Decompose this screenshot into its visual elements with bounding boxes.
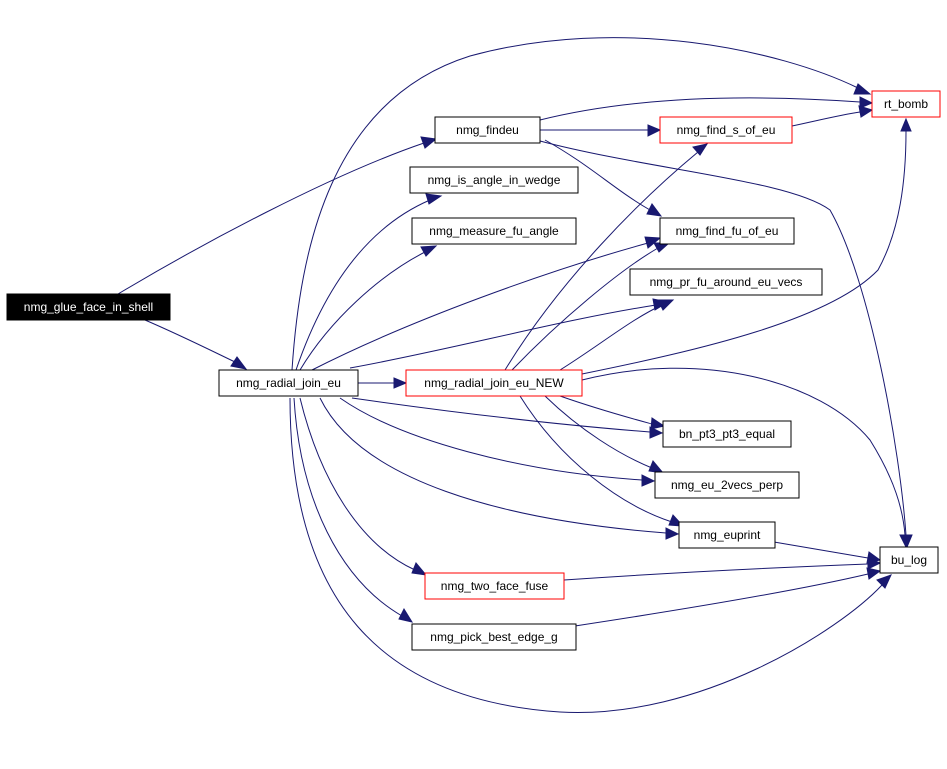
edge-findeu-to-rt-bomb xyxy=(539,96,874,121)
node-label: nmg_eu_2vecs_perp xyxy=(671,478,783,492)
edge-findeu-to-find-s-of-eu xyxy=(540,124,662,137)
node-bu-log[interactable]: bu_log xyxy=(879,546,939,574)
node-nmg-findeu[interactable]: nmg_findeu xyxy=(434,116,541,144)
node-label: nmg_is_angle_in_wedge xyxy=(428,173,561,187)
edge-euprint-to-bu-log xyxy=(773,541,882,564)
node-label: nmg_euprint xyxy=(694,528,761,542)
edge-two-face-fuse-to-bu-log xyxy=(563,557,882,581)
edge-radial-join-eu-new-to-eu-2vecs-perp xyxy=(544,395,665,474)
edges xyxy=(117,37,913,713)
nodes: nmg_glue_face_in_shell nmg_findeu nmg_is… xyxy=(6,90,941,651)
edge-radial-join-eu-new-to-euprint xyxy=(519,395,685,527)
node-label: bu_log xyxy=(891,553,927,567)
edge-radial-join-eu-to-bn-pt3 xyxy=(351,397,664,439)
node-label: nmg_find_s_of_eu xyxy=(677,123,776,137)
edge-radial-join-eu-to-bu-log xyxy=(289,397,892,713)
node-label: rt_bomb xyxy=(884,97,928,111)
edge-radial-join-eu-new-to-rt-bomb xyxy=(581,117,912,375)
node-label: bn_pt3_pt3_equal xyxy=(679,427,775,441)
node-label: nmg_measure_fu_angle xyxy=(429,224,559,238)
edge-radial-join-eu-to-is-angle-in-wedge xyxy=(295,193,443,371)
node-nmg-find-fu-of-eu[interactable]: nmg_find_fu_of_eu xyxy=(659,217,795,245)
node-label: nmg_glue_face_in_shell xyxy=(24,300,153,314)
node-label: nmg_pr_fu_around_eu_vecs xyxy=(650,275,803,289)
edge-radial-join-eu-new-to-bu-log xyxy=(581,367,912,549)
node-nmg-euprint[interactable]: nmg_euprint xyxy=(678,521,776,549)
node-nmg-two-face-fuse[interactable]: nmg_two_face_fuse xyxy=(424,572,565,600)
node-nmg-is-angle-in-wedge[interactable]: nmg_is_angle_in_wedge xyxy=(409,166,579,194)
node-bn-pt3-pt3-equal[interactable]: bn_pt3_pt3_equal xyxy=(662,420,792,448)
node-nmg-radial-join-eu[interactable]: nmg_radial_join_eu xyxy=(218,369,359,397)
node-nmg-eu-2vecs-perp[interactable]: nmg_eu_2vecs_perp xyxy=(654,471,800,499)
node-label: nmg_two_face_fuse xyxy=(441,579,549,593)
node-nmg-radial-join-eu-new[interactable]: nmg_radial_join_eu_NEW xyxy=(405,369,583,397)
node-nmg-pr-fu-around-eu-vecs[interactable]: nmg_pr_fu_around_eu_vecs xyxy=(629,268,823,296)
edge-radial-join-eu-to-pr-fu-around xyxy=(349,298,670,369)
edge-radial-join-eu-new-to-pr-fu-around xyxy=(559,299,675,371)
edge-radial-join-eu-to-eu-2vecs-perp xyxy=(339,397,656,487)
node-nmg-pick-best-edge-g[interactable]: nmg_pick_best_edge_g xyxy=(411,623,577,651)
edge-glue-to-findeu xyxy=(117,136,438,295)
edge-radial-join-eu-to-find-fu-of-eu xyxy=(311,236,662,371)
node-nmg-measure-fu-angle[interactable]: nmg_measure_fu_angle xyxy=(411,217,577,245)
node-label: nmg_radial_join_eu_NEW xyxy=(424,376,564,390)
node-rt-bomb[interactable]: rt_bomb xyxy=(871,90,941,118)
edge-radial-join-eu-to-measure-fu-angle xyxy=(299,245,438,371)
edge-glue-to-radial-join-eu xyxy=(144,319,248,370)
node-nmg-find-s-of-eu[interactable]: nmg_find_s_of_eu xyxy=(659,116,793,144)
node-label: nmg_findeu xyxy=(456,123,519,137)
edge-radial-join-eu-to-pick-best-edge-g xyxy=(293,397,414,623)
edge-radial-join-eu-to-rt-bomb xyxy=(291,37,872,371)
edge-radial-join-eu-new-to-bn-pt3 xyxy=(559,395,666,430)
edge-radial-join-eu-new-to-find-s-of-eu xyxy=(504,143,709,371)
node-label: nmg_pick_best_edge_g xyxy=(430,630,557,644)
edge-findeu-to-find-fu-of-eu xyxy=(544,139,663,217)
node-nmg-glue-face-in-shell[interactable]: nmg_glue_face_in_shell xyxy=(6,293,171,321)
node-label: nmg_find_fu_of_eu xyxy=(676,224,779,238)
node-label: nmg_radial_join_eu xyxy=(236,376,341,390)
edge-radial-join-eu-to-euprint xyxy=(319,397,680,540)
edge-radial-join-eu-to-two-face-fuse xyxy=(299,397,428,576)
edge-radial-join-eu-to-radial-join-eu-new xyxy=(358,377,408,389)
edge-pick-best-edge-g-to-bu-log xyxy=(574,567,882,627)
edge-find-s-of-eu-to-rt-bomb xyxy=(791,105,874,127)
